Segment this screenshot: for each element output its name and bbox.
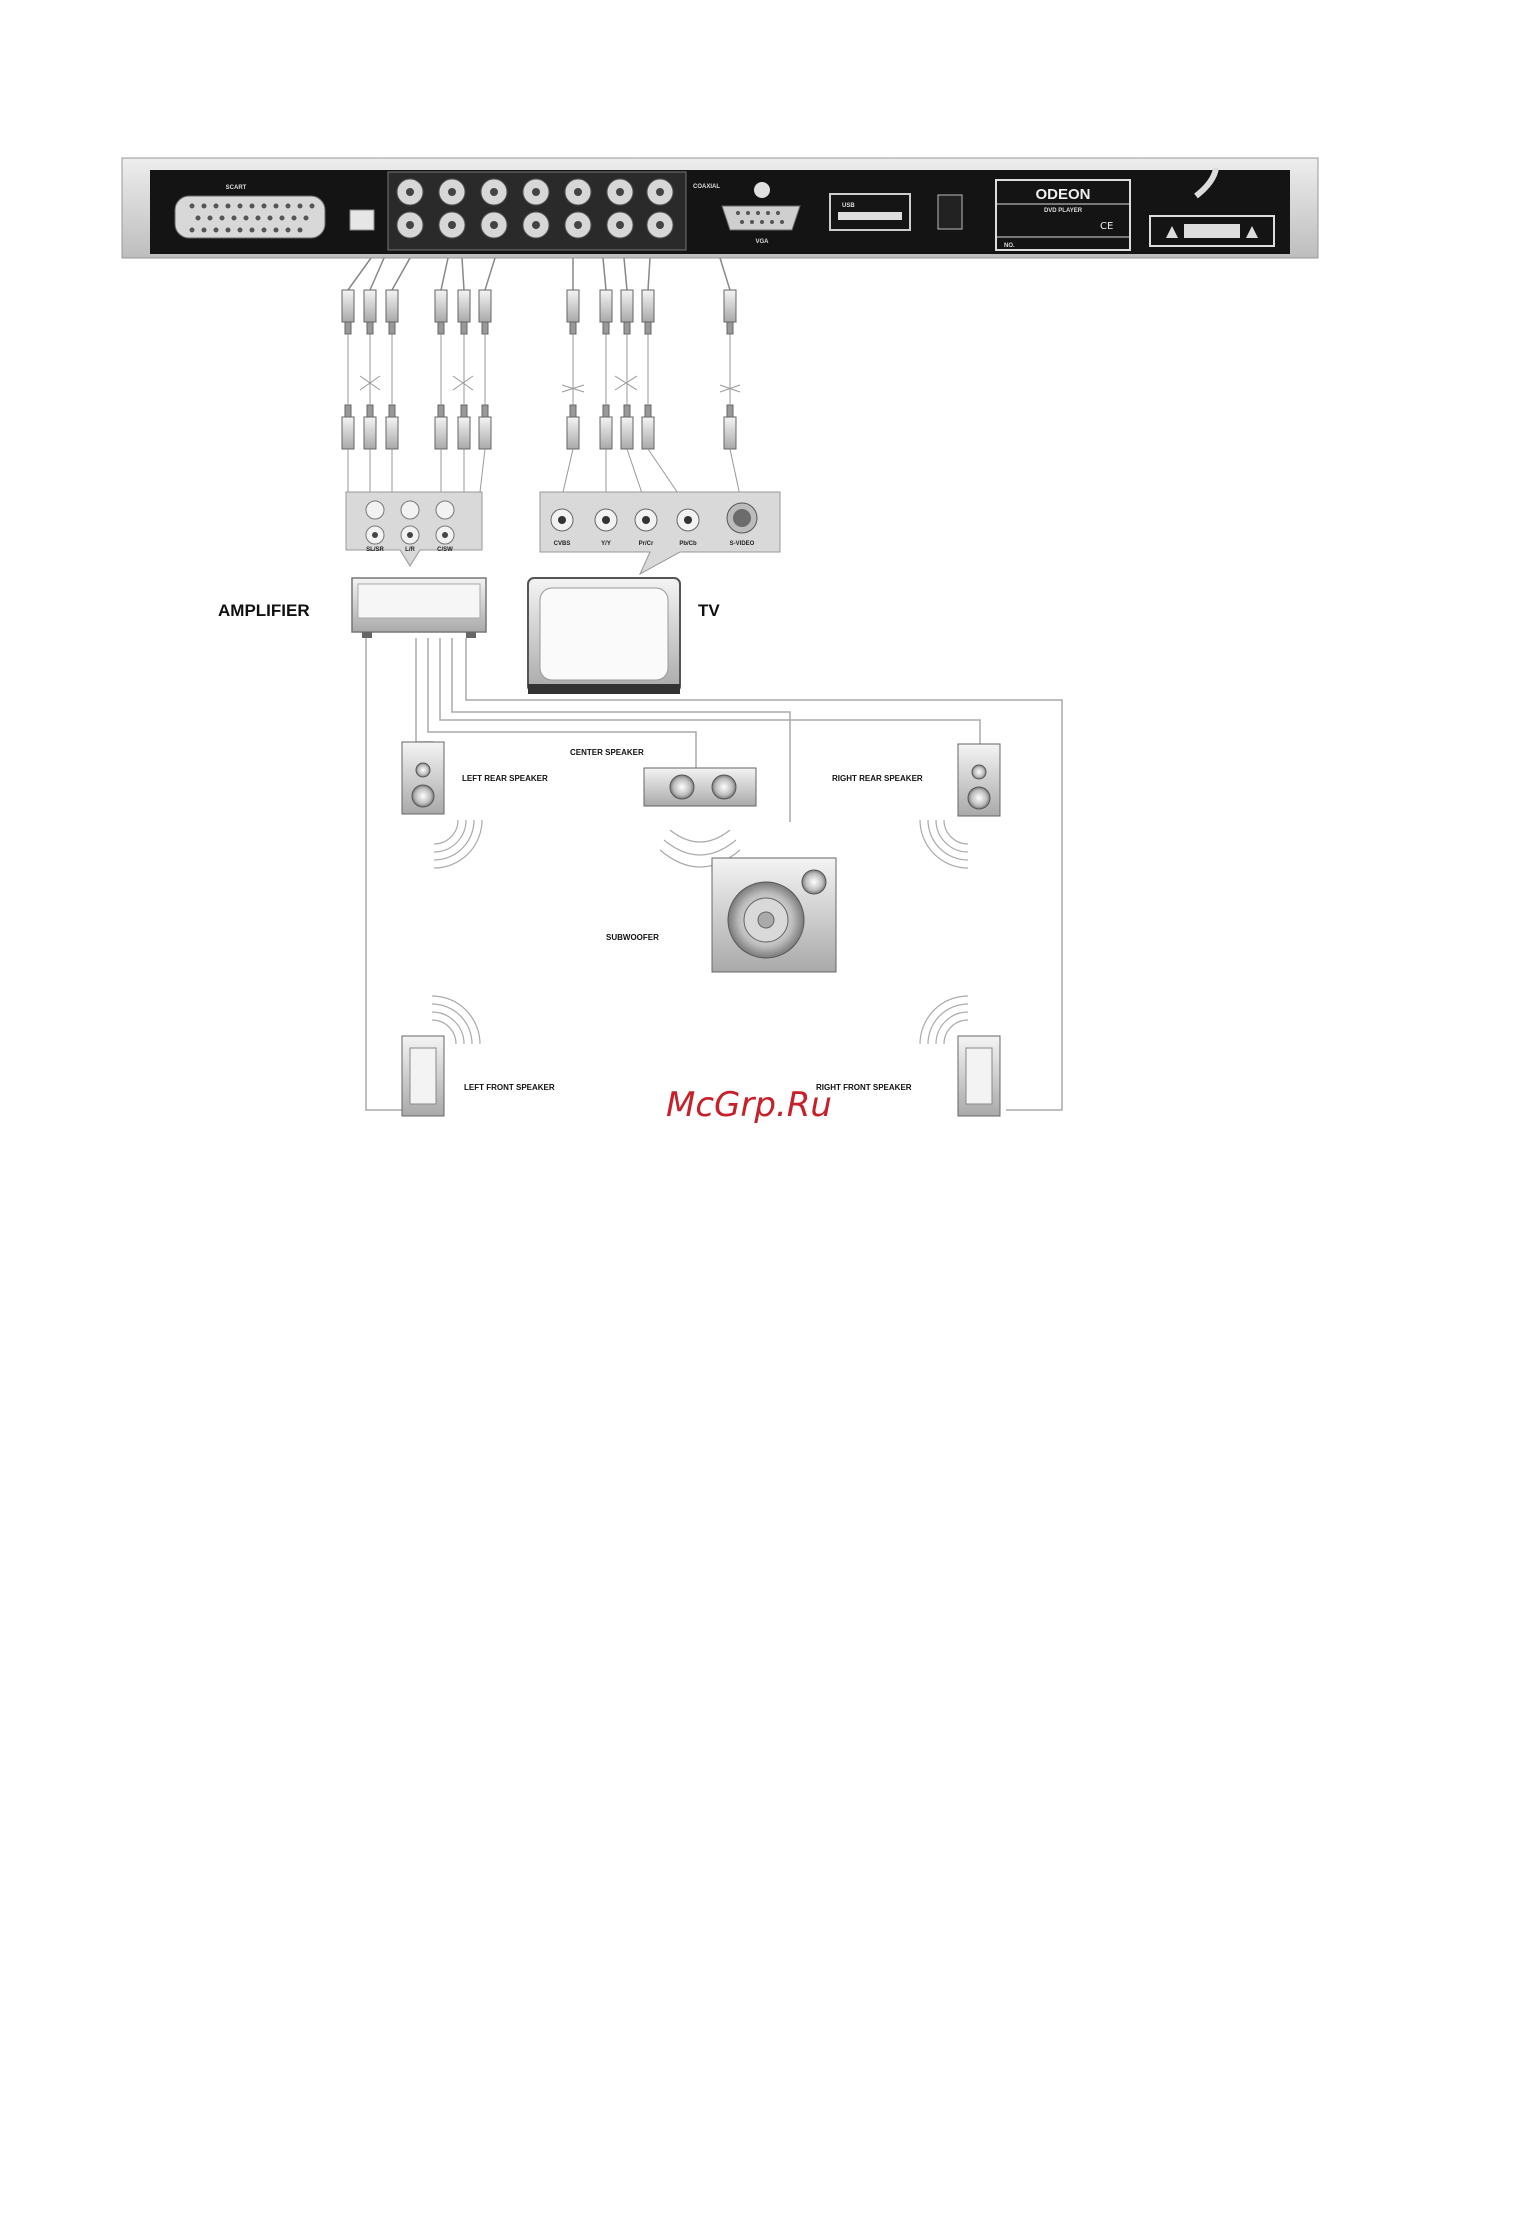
- power-socket: [938, 195, 962, 229]
- tv-label: TV: [698, 601, 720, 620]
- panel-hole: [754, 182, 770, 198]
- right-front-speaker: [920, 996, 1000, 1116]
- connection-diagram: SCART COAXIAL: [0, 0, 1520, 1200]
- center-speaker-label: CENTER SPEAKER: [570, 748, 644, 757]
- device-line: DVD PLAYER: [1044, 208, 1083, 214]
- tv-input-label: Pb/Cb: [679, 541, 697, 547]
- amp-input-label: L/R: [405, 547, 415, 553]
- brand-logo: ODEON: [1035, 186, 1090, 203]
- usb-label: USB: [842, 203, 855, 209]
- left-rear-speaker: [402, 742, 482, 868]
- coaxial-label: COAXIAL: [693, 184, 720, 190]
- amp-input-label: SL/SR: [366, 547, 384, 553]
- left-front-speaker: [402, 996, 480, 1116]
- rca-cables: [348, 258, 730, 290]
- rca-jack-block: COAXIAL: [388, 172, 720, 250]
- amplifier: [352, 578, 486, 638]
- tv: [528, 578, 680, 694]
- right-rear-speaker-label: RIGHT REAR SPEAKER: [832, 774, 923, 783]
- tv-input-label: Pr/Cr: [639, 541, 654, 547]
- subwoofer-label: SUBWOOFER: [606, 933, 659, 942]
- subwoofer: [712, 858, 836, 972]
- serial-label: NO.: [1004, 243, 1015, 249]
- ce-mark-icon: CE: [1100, 221, 1113, 232]
- optical-port: [350, 210, 374, 230]
- amplifier-label: AMPLIFIER: [218, 601, 310, 620]
- usb-port: USB: [830, 194, 910, 230]
- amp-input-label: C/SW: [437, 547, 453, 553]
- vga-label: VGA: [755, 239, 769, 245]
- scart-label: SCART: [226, 185, 247, 191]
- amp-input-panel: SL/SR L/R C/SW: [346, 492, 482, 566]
- dvd-rear-panel: SCART COAXIAL: [122, 158, 1318, 258]
- tv-input-panel: CVBS Y/Y Pr/Cr Pb/Cb S-VIDEO: [540, 492, 780, 574]
- tv-input-label: S-VIDEO: [730, 541, 755, 547]
- right-rear-speaker: [920, 744, 1000, 868]
- tv-input-label: CVBS: [554, 541, 571, 547]
- tv-input-label: Y/Y: [601, 541, 611, 547]
- rca-plugs: [342, 290, 742, 505]
- left-rear-speaker-label: LEFT REAR SPEAKER: [462, 774, 548, 783]
- left-front-speaker-label: LEFT FRONT SPEAKER: [464, 1083, 555, 1092]
- watermark: McGrp.Ru: [666, 1085, 832, 1125]
- center-speaker: [644, 768, 756, 867]
